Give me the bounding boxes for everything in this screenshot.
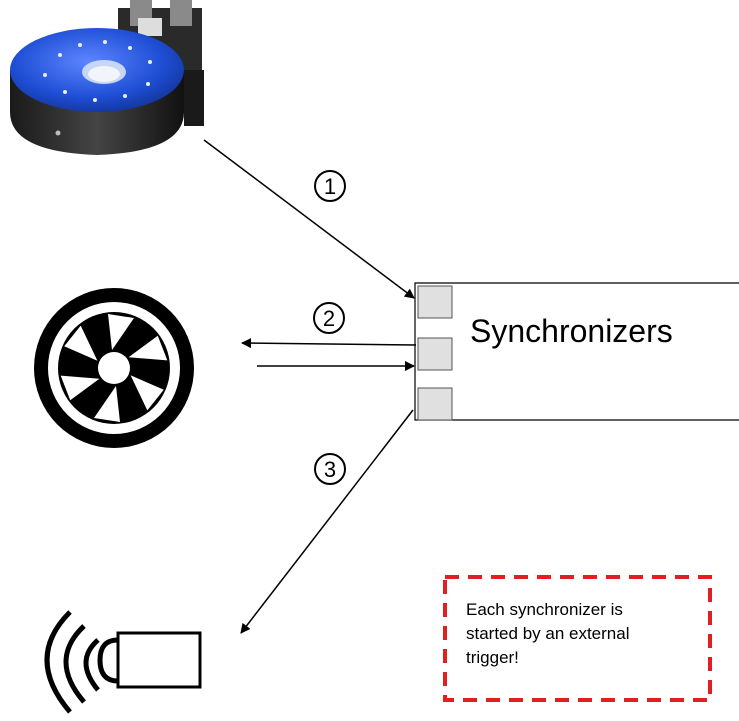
step-badge-3: 3	[314, 453, 346, 485]
step-number-3: 3	[324, 457, 336, 482]
trigger-note: Each synchronizer is started by an exter…	[466, 598, 706, 670]
sync-port-3	[417, 387, 453, 421]
step-number-2: 2	[323, 306, 335, 331]
sync-port-2	[417, 337, 453, 371]
arrow-sync-to-detector	[240, 409, 414, 634]
sync-port-1	[417, 285, 453, 319]
rotation-stage-icon	[10, 0, 204, 155]
step-number-1: 1	[324, 174, 336, 199]
wireless-detector-icon	[44, 610, 202, 714]
note-line-1: Each synchronizer is	[466, 600, 623, 619]
arrow-sync-to-shutter	[241, 338, 417, 349]
step-badge-1: 1	[314, 170, 346, 202]
camera-shutter-icon	[34, 288, 194, 448]
synchronizer-box: Synchronizers	[414, 282, 739, 421]
note-line-3: trigger!	[466, 648, 519, 667]
note-line-2: started by an external	[466, 624, 630, 643]
note-box	[443, 575, 712, 702]
synchronizers-label: Synchronizers	[470, 313, 673, 349]
arrow-stage-to-sync	[203, 139, 415, 299]
step-badge-2: 2	[313, 302, 345, 334]
